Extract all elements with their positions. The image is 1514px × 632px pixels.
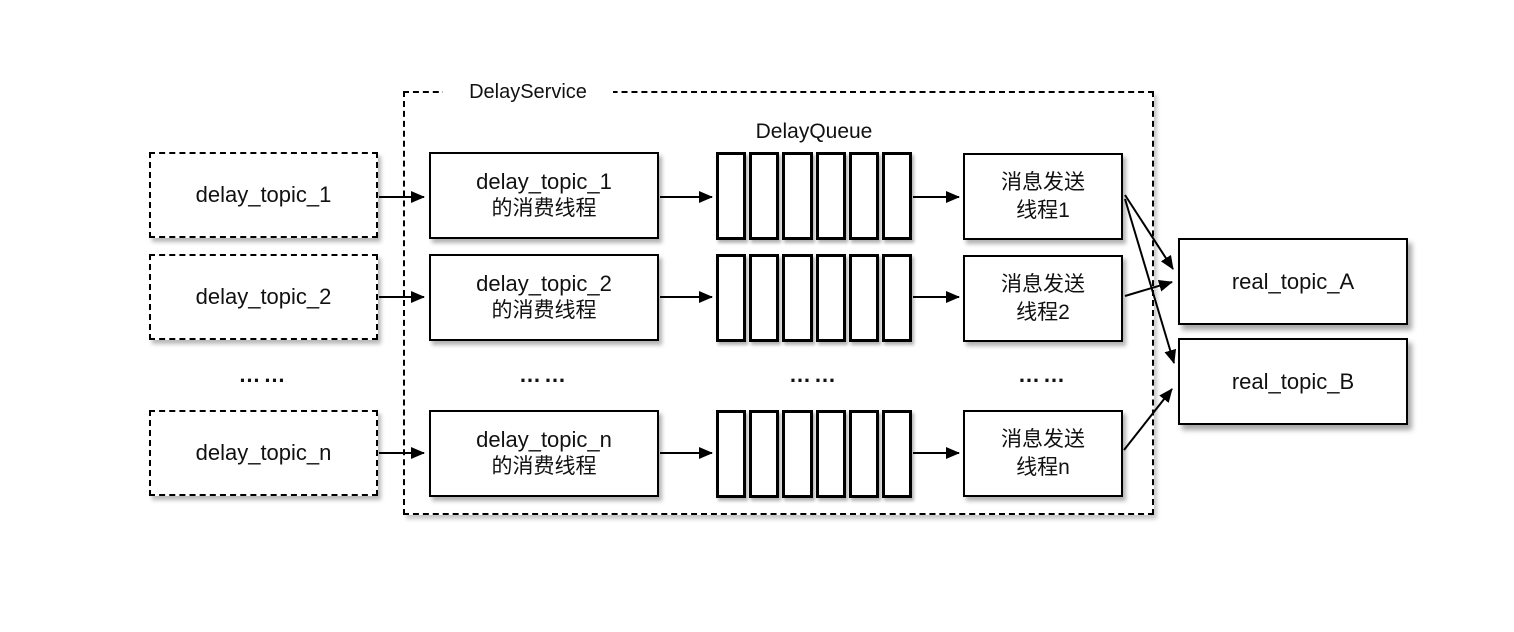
sender-thread-line2: 线程n	[1016, 455, 1070, 479]
consumer-thread-topic: delay_topic_2	[476, 271, 612, 297]
sender-thread-box-n: 消息发送 线程n	[963, 410, 1123, 497]
queue-cell	[881, 152, 913, 240]
consumer-thread-caption: 的消费线程	[491, 197, 597, 221]
queue-cell	[749, 254, 780, 342]
sender-thread-line2: 线程2	[1016, 300, 1070, 324]
ellipsis-consumer-column: ……	[519, 362, 569, 387]
queue-cell	[815, 254, 846, 342]
queue-cell	[848, 254, 879, 342]
consumer-thread-box-1: delay_topic_1 的消费线程	[429, 152, 659, 239]
queue-cell	[716, 410, 747, 498]
queue-cell	[716, 152, 747, 240]
queue-cell	[716, 254, 747, 342]
consumer-thread-box-n: delay_topic_n 的消费线程	[429, 410, 659, 497]
sender-thread-line2: 线程1	[1016, 198, 1070, 222]
sender-thread-box-2: 消息发送 线程2	[963, 255, 1123, 342]
sender-thread-line1: 消息发送	[1001, 428, 1085, 452]
delay-queue-row-n	[716, 410, 913, 498]
consumer-thread-box-2: delay_topic_2 的消费线程	[429, 254, 659, 341]
delay-queue-label: DelayQueue	[755, 120, 873, 143]
ellipsis-source-column: ……	[238, 362, 289, 387]
real-topic-label: real_topic_B	[1231, 368, 1355, 394]
consumer-thread-caption: 的消费线程	[491, 455, 597, 479]
sender-thread-line1: 消息发送	[1001, 273, 1085, 297]
delay-queue-row-1	[716, 152, 913, 240]
real-topic-box-b: real_topic_B	[1178, 338, 1408, 425]
consumer-thread-topic: delay_topic_1	[476, 169, 612, 195]
ellipsis-sender-column: ……	[1018, 362, 1068, 387]
queue-cell	[749, 410, 780, 498]
queue-cell	[848, 410, 879, 498]
sender-thread-box-1: 消息发送 线程1	[963, 153, 1123, 240]
queue-cell	[782, 254, 813, 342]
queue-cell	[881, 410, 913, 498]
source-topic-label: delay_topic_1	[195, 182, 332, 207]
delay-service-label: DelayService	[443, 79, 613, 105]
source-topic-box-n: delay_topic_n	[149, 410, 378, 496]
queue-cell	[782, 410, 813, 498]
queue-cell	[782, 152, 813, 240]
queue-cell	[749, 152, 780, 240]
real-topic-label: real_topic_A	[1231, 268, 1355, 294]
consumer-thread-caption: 的消费线程	[491, 299, 597, 323]
sender-thread-line1: 消息发送	[1001, 171, 1085, 195]
source-topic-box-2: delay_topic_2	[149, 254, 378, 340]
delay-queue-row-2	[716, 254, 913, 342]
queue-cell	[815, 410, 846, 498]
source-topic-label: delay_topic_2	[195, 284, 332, 309]
source-topic-label: delay_topic_n	[195, 440, 332, 465]
source-topic-box-1: delay_topic_1	[149, 152, 378, 238]
ellipsis-queue-column: ……	[789, 362, 839, 387]
real-topic-box-a: real_topic_A	[1178, 238, 1408, 325]
queue-cell	[848, 152, 879, 240]
queue-cell	[881, 254, 913, 342]
queue-cell	[815, 152, 846, 240]
consumer-thread-topic: delay_topic_n	[476, 427, 612, 453]
